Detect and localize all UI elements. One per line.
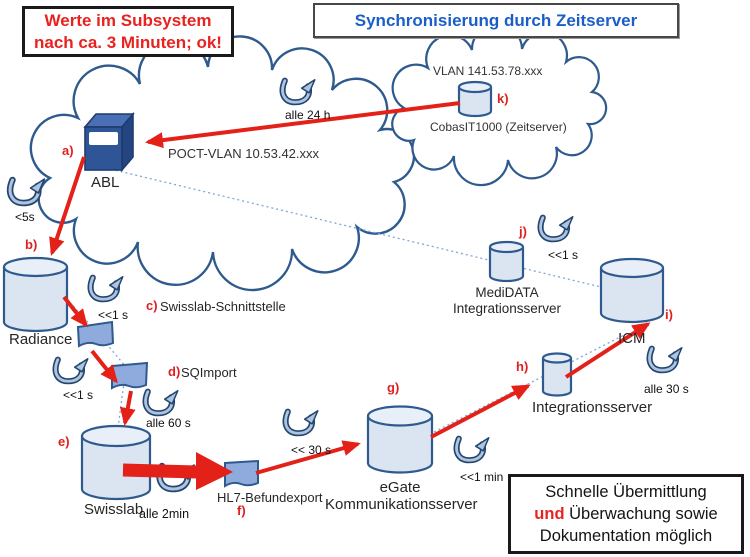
- marker-h: h): [516, 359, 529, 374]
- node-label-egate-line2: Kommunikationsserver: [325, 496, 478, 514]
- arrow-schnittstelle-to-sqimport: [90, 349, 118, 384]
- note-box-benefit: Schnelle Übermittlung und Überwachung so…: [508, 474, 744, 554]
- benefit-line1: Schnelle Übermittlung: [545, 482, 707, 501]
- sync-icon-egate: [457, 438, 489, 461]
- timing-sqimport: alle 60 s: [146, 416, 191, 430]
- arrow-sqimport-to-swisslab: [119, 390, 136, 426]
- marker-e: e): [58, 434, 70, 449]
- cloud-label-poct-vlan: POCT-VLAN 10.53.42.xxx: [168, 146, 320, 161]
- database-cylinder-swisslab: [80, 424, 152, 501]
- node-label-zeitserver: CobasIT1000 (Zeitserver): [430, 120, 567, 134]
- timing-swisslab: alle 2min: [139, 507, 190, 521]
- note-box-subsystem: Werte im Subsystem nach ca. 3 Minuten; o…: [22, 6, 234, 57]
- node-label-icm: ICM: [618, 330, 646, 347]
- node-label-integrationsserver: Integrationsserver: [532, 399, 653, 416]
- arrow-zeitserver-to-abl: [145, 101, 461, 149]
- header-box-synchronisierung: Synchronisierung durch Zeitserver: [313, 3, 679, 38]
- marker-f: f): [237, 503, 246, 518]
- timing-medidata: <<1 s: [548, 248, 579, 262]
- marker-b: b): [25, 237, 38, 252]
- sync-icon-medidata: [541, 217, 573, 240]
- timing-integrationsserver: alle 30 s: [644, 382, 689, 396]
- database-cylinder-medidata: [488, 240, 525, 283]
- timing-schnittstelle: <<1 s: [63, 388, 94, 402]
- arrow-integrationsserver-to-icm: [564, 322, 651, 379]
- marker-g: g): [387, 380, 400, 395]
- marker-k: k): [497, 91, 509, 106]
- cloud-zeitserver-vlan: [391, 23, 608, 187]
- arrow-swisslab-to-hl7: [122, 452, 233, 490]
- benefit-line2: und Überwachung sowie: [534, 503, 717, 525]
- marker-i: i): [665, 307, 673, 322]
- timing-alle-24h: alle 24 h: [285, 108, 331, 122]
- arrow-abl-to-radiance: [49, 156, 86, 256]
- arrow-egate-to-integrationsserver: [430, 384, 531, 439]
- database-cylinder-integrationsserver: [541, 352, 573, 397]
- header-sync-text: Synchronisierung durch Zeitserver: [354, 10, 638, 30]
- dashed-link-radiance-swisslab: [62, 294, 127, 429]
- timing-hl7: << 30 s: [291, 443, 332, 457]
- marker-d: d): [168, 364, 181, 379]
- node-label-hl7: HL7-Befundexport: [217, 490, 323, 505]
- dashed-link-egate-icm: [433, 331, 631, 433]
- database-cylinder-zeitserver: [457, 80, 493, 118]
- node-label-abl: ABL: [91, 174, 120, 191]
- benefit-line3: Dokumentation möglich: [539, 527, 713, 546]
- note-subsystem-line1: Werte im Subsystem: [44, 11, 212, 31]
- node-label-swisslab: Swisslab: [84, 501, 144, 518]
- marker-j: j): [519, 224, 527, 239]
- arrow-radiance-to-schnittstelle: [62, 295, 88, 328]
- benefit-line2-rest: Überwachung sowie: [569, 504, 718, 523]
- marker-c: c): [146, 298, 158, 313]
- database-cylinder-radiance: [2, 256, 69, 333]
- benefit-line2-und: und: [534, 504, 565, 523]
- timing-egate: <<1 min: [460, 470, 504, 484]
- server-icon-abl: [83, 111, 135, 173]
- node-label-sqimport: SQImport: [181, 365, 237, 380]
- node-label-egate: eGate Kommunikationsserver: [325, 479, 478, 514]
- node-label-medidata-line1: MediDATA: [475, 285, 539, 300]
- sync-icon-schnittstelle: [56, 359, 88, 382]
- node-label-egate-line1: eGate: [379, 479, 421, 496]
- note-subsystem-line2: nach ca. 3 Minuten; ok!: [34, 32, 222, 52]
- database-cylinder-egate: [366, 405, 434, 474]
- interface-shape-hl7-befundexport: [224, 459, 259, 488]
- cloud-label-zeit-vlan: VLAN 141.53.78.xxx: [433, 64, 543, 78]
- interface-shape-sqimport: [111, 361, 149, 390]
- database-cylinder-icm: [599, 257, 665, 324]
- sync-icon-hl7: [286, 411, 318, 434]
- sync-icon-radiance: [91, 277, 123, 300]
- node-label-medidata: MediDATA Integrationsserver: [442, 285, 572, 316]
- sync-icon-sqimport: [146, 391, 178, 414]
- arrow-hl7-to-egate: [255, 440, 361, 475]
- sync-icon-integrationsserver: [650, 348, 682, 371]
- timing-abl: <5s: [15, 210, 35, 224]
- node-label-schnittstelle: Swisslab-Schnittstelle: [160, 299, 286, 314]
- interface-shape-schnittstelle: [76, 320, 115, 348]
- timing-radiance: <<1 s: [98, 308, 129, 322]
- node-label-radiance: Radiance: [9, 331, 73, 348]
- marker-a: a): [62, 143, 74, 158]
- node-label-medidata-line2: Integrationsserver: [452, 300, 562, 316]
